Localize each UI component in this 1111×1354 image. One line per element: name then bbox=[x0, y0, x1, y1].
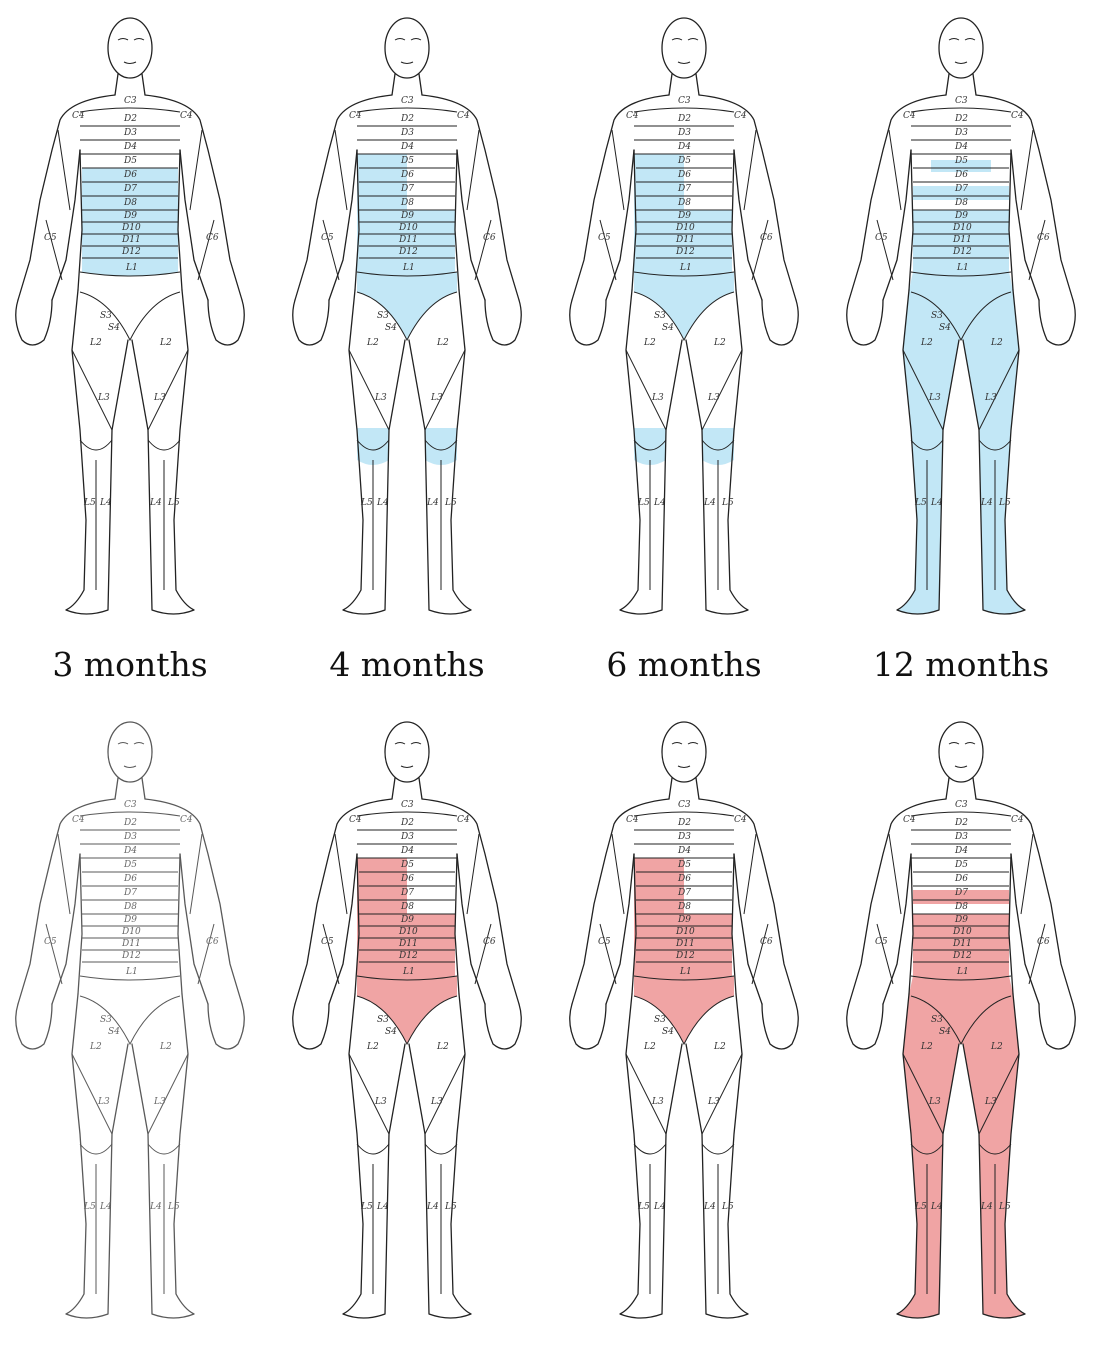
figure-row1-3months bbox=[0, 0, 260, 650]
shade-l1-groin bbox=[634, 272, 734, 340]
caption-12-months: 12 months bbox=[851, 645, 1071, 684]
figure-row1-6months bbox=[554, 0, 814, 650]
shade-knee-left bbox=[634, 428, 666, 465]
shade-knee-left bbox=[357, 428, 389, 465]
figure-row2-panel1 bbox=[0, 704, 260, 1354]
caption-3-months: 3 months bbox=[20, 645, 240, 684]
shade-l1-groin-red bbox=[357, 976, 457, 1044]
shade-l1-groin-red bbox=[634, 976, 734, 1044]
figure-row2-panel3 bbox=[554, 704, 814, 1354]
caption-4-months: 4 months bbox=[297, 645, 517, 684]
shade-knee-right bbox=[702, 428, 734, 465]
shade-l1-groin bbox=[357, 272, 457, 340]
figure-row1-4months bbox=[277, 0, 537, 650]
shade-knee-right bbox=[425, 428, 457, 465]
figure-row2-panel2 bbox=[277, 704, 537, 1354]
figure-row2-panel4 bbox=[831, 704, 1091, 1354]
caption-6-months: 6 months bbox=[574, 645, 794, 684]
figure-row1-12months bbox=[831, 0, 1091, 650]
